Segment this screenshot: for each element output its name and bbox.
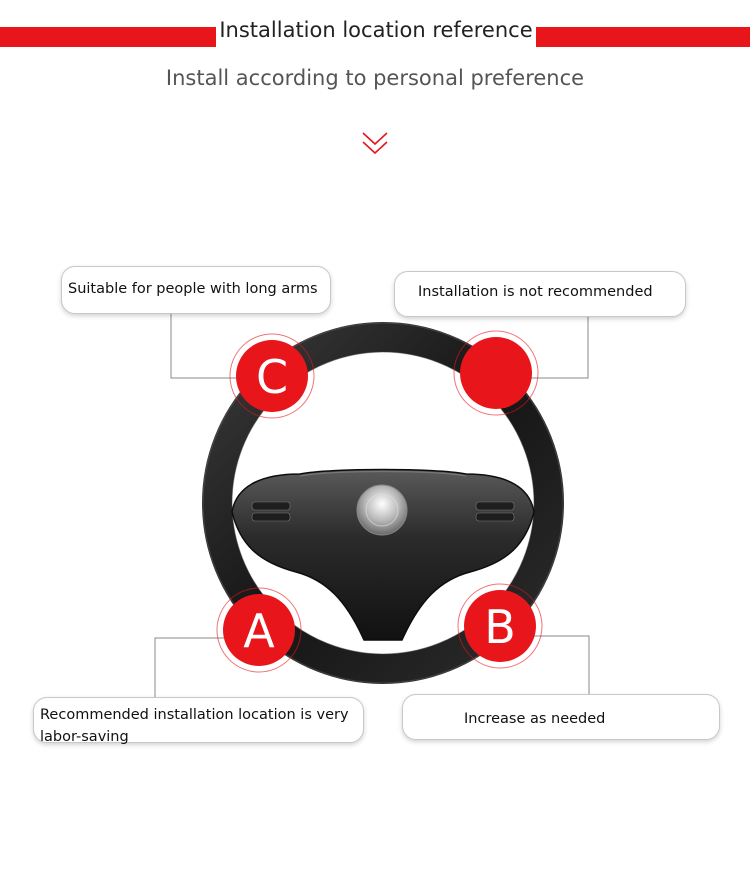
marker-d xyxy=(453,330,539,416)
horn-emblem xyxy=(356,484,408,536)
marker-c-letter: C xyxy=(256,350,288,404)
wheel-center-pad xyxy=(231,468,535,641)
marker-a-letter: A xyxy=(243,604,275,658)
marker-c: C xyxy=(229,333,315,419)
marker-b-letter: B xyxy=(484,600,516,654)
callout-b: Increase as needed xyxy=(402,694,720,740)
connector-lines xyxy=(154,313,590,700)
callout-c: Suitable for people with long arms xyxy=(61,266,331,314)
marker-b: B xyxy=(457,583,543,669)
chevron-down-icon xyxy=(362,132,388,155)
callout-b-text: Increase as needed xyxy=(464,711,606,727)
marker-a: A xyxy=(216,587,302,673)
right-spoke-buttons xyxy=(475,501,515,522)
wheel-rim xyxy=(202,322,564,684)
callout-a: Recommended installation location is ver… xyxy=(33,697,364,745)
callout-a-text: Recommended installation location is ver… xyxy=(40,707,349,745)
page-title: Installation location reference xyxy=(219,18,533,42)
header-bar-right xyxy=(536,27,750,47)
header-bar-left xyxy=(0,27,216,47)
page-subtitle: Install according to personal preference xyxy=(165,66,585,90)
left-spoke-buttons xyxy=(251,501,291,522)
callout-d-text: Installation is not recommended xyxy=(418,284,653,300)
callout-d: Installation is not recommended xyxy=(394,271,686,317)
callout-c-text: Suitable for people with long arms xyxy=(68,281,318,297)
